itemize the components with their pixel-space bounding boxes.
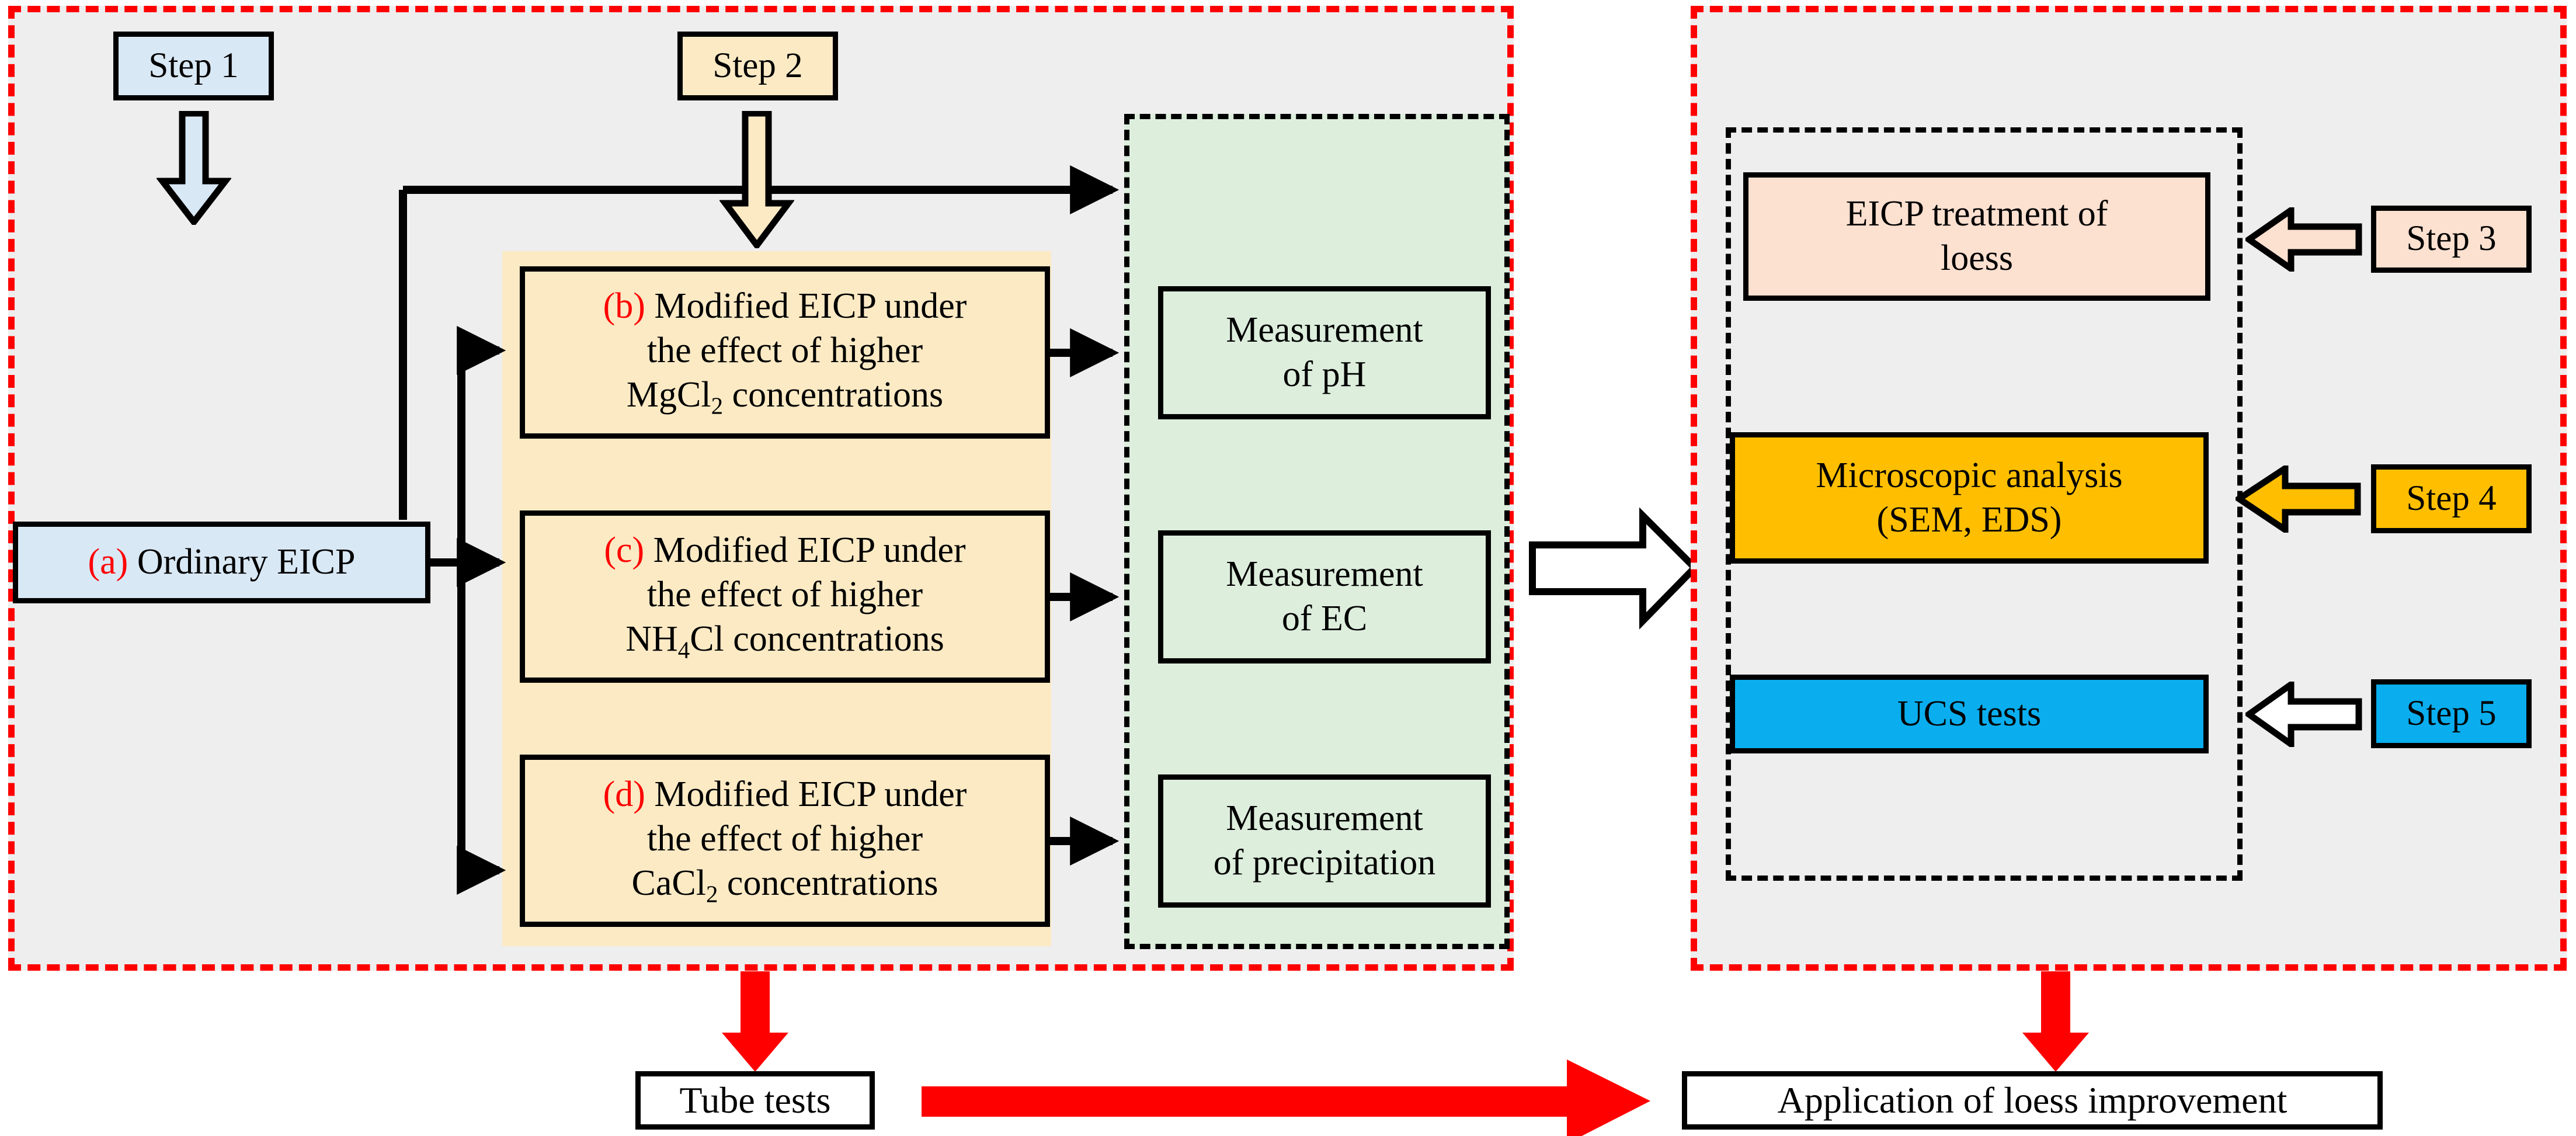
eicp-treatment-text: EICP treatment of loess bbox=[1846, 192, 2108, 280]
measurement-ec-text: Measurement of EC bbox=[1226, 553, 1423, 641]
step1-down-arrow bbox=[157, 111, 231, 225]
eicp-treatment-line2: loess bbox=[1941, 238, 2013, 278]
modified-eicp-cacl2-sub: 2 bbox=[705, 880, 718, 907]
measurement-ec-line1: Measurement bbox=[1226, 554, 1423, 595]
modified-eicp-nh4cl-line3: Cl concentrations bbox=[690, 619, 944, 659]
tube-to-application-arrow bbox=[922, 1059, 1650, 1136]
modified-eicp-mgcl2-line3: concentrations bbox=[723, 374, 944, 415]
modified-eicp-nh4cl-line2: the effect of higher bbox=[646, 574, 923, 614]
tube-tests-box[interactable]: Tube tests bbox=[635, 1071, 875, 1130]
step2-box[interactable]: Step 2 bbox=[677, 32, 838, 100]
measurement-ph-box[interactable]: Measurement of pH bbox=[1158, 286, 1491, 419]
modified-eicp-nh4cl-formula: NH bbox=[625, 619, 678, 659]
measurement-ph-line2: of pH bbox=[1282, 355, 1367, 394]
ucs-tests-label: UCS tests bbox=[1897, 693, 2042, 734]
step3-left-arrow bbox=[2245, 207, 2362, 272]
left-panel-down-arrow bbox=[722, 971, 788, 1072]
modified-eicp-cacl2-line2: the effect of higher bbox=[646, 818, 923, 859]
tube-tests-label: Tube tests bbox=[679, 1079, 831, 1121]
left-to-right-transition-arrow bbox=[1529, 507, 1698, 630]
right-panel-inner-dashed-box bbox=[1726, 127, 2243, 881]
eicp-treatment-line1: EICP treatment of bbox=[1845, 194, 2108, 234]
step4-label: Step 4 bbox=[2406, 478, 2497, 518]
measurement-ec-line2: of EC bbox=[1281, 599, 1368, 638]
modified-eicp-cacl2-tag: (d) bbox=[603, 774, 645, 815]
ordinary-eicp-tag: (a) bbox=[88, 542, 128, 582]
ordinary-eicp-box[interactable]: (a) Ordinary EICP bbox=[13, 522, 430, 603]
step2-label: Step 2 bbox=[712, 46, 803, 85]
step5-label: Step 5 bbox=[2406, 693, 2497, 733]
measurement-precipitation-line1: Measurement bbox=[1226, 798, 1423, 839]
modified-eicp-mgcl2-box[interactable]: (b) Modified EICP under the effect of hi… bbox=[520, 266, 1050, 439]
step1-label: Step 1 bbox=[148, 46, 239, 85]
modified-eicp-mgcl2-tag: (b) bbox=[603, 286, 645, 326]
modified-eicp-mgcl2-line2: the effect of higher bbox=[646, 330, 923, 370]
modified-eicp-mgcl2-formula: MgCl bbox=[626, 374, 711, 415]
modified-eicp-cacl2-text: (d) Modified EICP under the effect of hi… bbox=[603, 773, 967, 908]
measurement-precipitation-line2: of precipitation bbox=[1213, 843, 1436, 883]
modified-eicp-mgcl2-text: (b) Modified EICP under the effect of hi… bbox=[603, 284, 967, 420]
application-label: Application of loess improvement bbox=[1777, 1079, 2288, 1121]
step3-box[interactable]: Step 3 bbox=[2371, 206, 2532, 273]
ordinary-eicp-text: (a) Ordinary EICP bbox=[88, 540, 356, 585]
application-box[interactable]: Application of loess improvement bbox=[1682, 1071, 2383, 1130]
eicp-treatment-box[interactable]: EICP treatment of loess bbox=[1743, 172, 2210, 301]
microscopic-analysis-line1: Microscopic analysis bbox=[1816, 455, 2123, 495]
measurement-precipitation-box[interactable]: Measurement of precipitation bbox=[1158, 774, 1491, 908]
measurement-ph-text: Measurement of pH bbox=[1226, 308, 1423, 397]
measurement-precipitation-text: Measurement of precipitation bbox=[1214, 797, 1435, 885]
step2-down-arrow bbox=[719, 111, 794, 248]
modified-eicp-nh4cl-line1: Modified EICP under bbox=[653, 530, 966, 571]
microscopic-analysis-line2: (SEM, EDS) bbox=[1876, 499, 2062, 540]
step4-box[interactable]: Step 4 bbox=[2371, 464, 2532, 533]
modified-eicp-nh4cl-box[interactable]: (c) Modified EICP under the effect of hi… bbox=[520, 510, 1050, 683]
ordinary-eicp-label: Ordinary EICP bbox=[137, 542, 356, 582]
modified-eicp-nh4cl-tag: (c) bbox=[604, 530, 645, 571]
step3-label: Step 3 bbox=[2406, 219, 2497, 259]
modified-eicp-cacl2-line3: concentrations bbox=[718, 863, 938, 903]
modified-eicp-mgcl2-line1: Modified EICP under bbox=[654, 286, 967, 326]
ucs-tests-box[interactable]: UCS tests bbox=[1730, 675, 2209, 753]
modified-eicp-mgcl2-sub: 2 bbox=[711, 392, 724, 419]
step1-box[interactable]: Step 1 bbox=[113, 32, 274, 100]
modified-eicp-cacl2-box[interactable]: (d) Modified EICP under the effect of hi… bbox=[520, 755, 1050, 927]
measurement-ph-line1: Measurement bbox=[1226, 310, 1423, 350]
right-panel-down-arrow bbox=[2022, 971, 2089, 1072]
modified-eicp-nh4cl-text: (c) Modified EICP under the effect of hi… bbox=[604, 529, 965, 664]
modified-eicp-cacl2-line1: Modified EICP under bbox=[654, 774, 967, 815]
microscopic-analysis-text: Microscopic analysis (SEM, EDS) bbox=[1816, 454, 2122, 542]
step5-left-arrow bbox=[2245, 682, 2362, 747]
step5-box[interactable]: Step 5 bbox=[2371, 679, 2532, 748]
microscopic-analysis-box[interactable]: Microscopic analysis (SEM, EDS) bbox=[1730, 432, 2209, 564]
modified-eicp-nh4cl-sub: 4 bbox=[677, 636, 690, 663]
measurement-ec-box[interactable]: Measurement of EC bbox=[1158, 530, 1491, 663]
modified-eicp-cacl2-formula: CaCl bbox=[631, 863, 706, 903]
step4-left-arrow bbox=[2236, 465, 2361, 533]
